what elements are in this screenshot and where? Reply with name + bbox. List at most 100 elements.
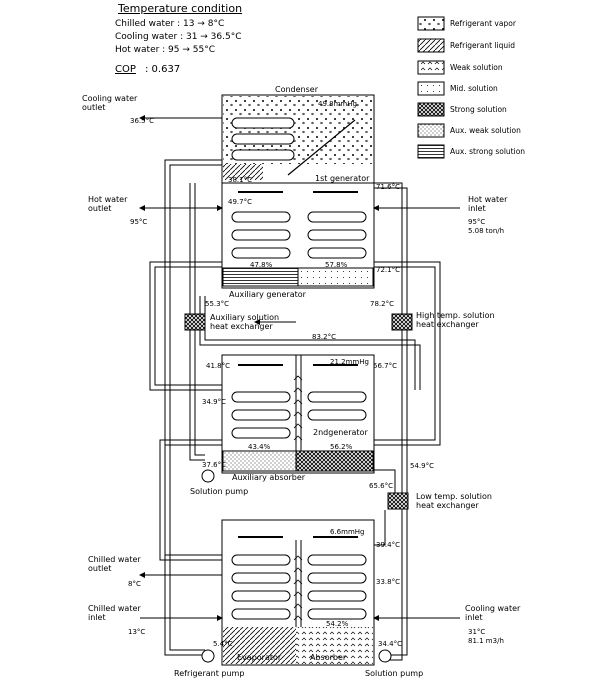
- ht-solution-hx: [391, 313, 413, 331]
- legend-label-aux-weak: Aux. weak solution: [450, 126, 521, 135]
- value-t-8: 8°C: [128, 580, 141, 588]
- header-title: Temperature condition: [118, 2, 243, 15]
- label-cw-out-2: outlet: [82, 103, 106, 112]
- label-hw-out-1: Hot water: [88, 195, 128, 204]
- label-aux-hx-1: Auxiliary solution: [210, 313, 280, 322]
- abs-solution: [296, 627, 373, 664]
- evap-liquid: [223, 627, 296, 664]
- label-lt-hx-1: Low temp. solution: [416, 492, 492, 501]
- evap-abs-shell: [221, 519, 375, 666]
- first-gen-mid: [297, 267, 374, 287]
- value-t-13: 13°C: [128, 628, 146, 636]
- label-cw-in-1: Cooling water: [465, 604, 521, 613]
- legend-label-vapor: Refrigerant vapor: [450, 19, 516, 28]
- pumps: [201, 469, 392, 663]
- value-t-567: 56.7°C: [373, 362, 397, 370]
- label-solution-pump-2: Solution pump: [365, 669, 424, 678]
- piping: [139, 115, 460, 661]
- label-cw-out-1: Cooling water: [82, 94, 138, 103]
- header-cooling: Cooling water : 31 → 36.5°C: [115, 32, 242, 42]
- lt-solution-hx: [387, 492, 409, 510]
- value-t-832: 83.2°C: [312, 333, 336, 341]
- cop-value: : 0.637: [145, 64, 181, 75]
- value-flow-cw: 81.1 m3/h: [468, 637, 504, 645]
- label-ht-hx-2: heat exchanger: [416, 320, 479, 329]
- value-t-376: 37.6°C: [202, 461, 226, 469]
- value-t-cw-out: 36.5°C: [130, 117, 154, 125]
- second-gen-shell: [221, 354, 375, 474]
- legend-label-aux-strong: Aux. strong solution: [450, 147, 526, 156]
- aux-solution-hx: [184, 313, 206, 331]
- value-t-54: 5.4°C: [213, 640, 233, 648]
- second-gen-strong: [295, 450, 374, 472]
- value-t-394: 39.4°C: [376, 541, 400, 549]
- label-aux-abs: Auxiliary absorber: [232, 473, 306, 482]
- label-absorber: Absorber: [310, 653, 347, 662]
- value-t-31: 31°C: [468, 628, 486, 636]
- label-hw-in-1: Hot water: [468, 195, 508, 204]
- header-hot: Hot water : 95 → 55°C: [115, 45, 216, 55]
- label-hw-in-2: inlet: [468, 204, 486, 213]
- value-p-cond: 49.8mmHg: [318, 100, 357, 108]
- value-t-721: 72.1°C: [376, 266, 400, 274]
- value-t-381: 38.1°C: [228, 176, 252, 184]
- value-t-553: 55.3°C: [205, 300, 229, 308]
- header-chilled: Chilled water : 13 → 8°C: [115, 19, 225, 29]
- label-ht-hx-1: High temp. solution: [416, 311, 495, 320]
- value-c-478: 47.8%: [250, 261, 273, 269]
- label-chw-out-2: outlet: [88, 564, 112, 573]
- value-p-evap: 6.6mmHg: [330, 528, 365, 536]
- value-t-349: 34.9°C: [202, 398, 226, 406]
- value-t-656: 65.6°C: [369, 482, 393, 490]
- value-c-434: 43.4%: [248, 443, 271, 451]
- label-solution-pump-1: Solution pump: [190, 487, 249, 496]
- condenser-liquid: [223, 164, 263, 180]
- label-aux-hx-2: heat exchanger: [210, 322, 273, 331]
- label-condenser: Condenser: [275, 85, 318, 94]
- label-hw-out-2: outlet: [88, 204, 112, 213]
- value-t-497: 49.7°C: [228, 198, 252, 206]
- value-t-716: 71.6°C: [376, 183, 400, 191]
- label-first-gen: 1st generator: [315, 174, 370, 183]
- legend-swatch-mid: [417, 81, 445, 96]
- value-t-338: 33.8°C: [376, 578, 400, 586]
- legend-swatch-strong: [417, 102, 445, 117]
- value-p-2nd: 21.2mmHg: [330, 358, 369, 366]
- label-chw-out-1: Chilled water: [88, 555, 141, 564]
- value-c-542: 54.2%: [326, 620, 349, 628]
- value-flow-hw: 5.08 ton/h: [468, 227, 505, 235]
- tube-bundles: [231, 117, 367, 620]
- legend-label-liquid: Refrigerant liquid: [450, 41, 515, 50]
- value-t-549: 54.9°C: [410, 462, 434, 470]
- label-refrigerant-pump: Refrigerant pump: [174, 669, 245, 678]
- heat-exchangers: [184, 313, 413, 510]
- value-t-418: 41.8°C: [206, 362, 230, 370]
- legend-swatch-aux-weak: [417, 123, 445, 138]
- label-evaporator: Evaporator: [237, 653, 282, 662]
- cop-label: COP: [115, 64, 136, 75]
- label-chw-in-1: Chilled water: [88, 604, 141, 613]
- legend-label-weak: Weak solution: [450, 63, 503, 72]
- value-t-hw-in: 95°C: [468, 218, 486, 226]
- label-cw-in-2: inlet: [465, 613, 483, 622]
- solution-pump-1: [201, 469, 215, 483]
- value-c-562: 56.2%: [330, 443, 353, 451]
- legend-swatch-liquid: [417, 38, 445, 53]
- value-t-344: 34.4°C: [378, 640, 402, 648]
- first-gen-shell: [221, 182, 375, 289]
- legend-label-strong: Strong solution: [450, 105, 507, 114]
- legend-label-mid: Mid. solution: [450, 84, 498, 93]
- value-t-95-out: 95°C: [130, 218, 148, 226]
- aux-abs-solution: [222, 450, 297, 472]
- value-c-578: 57.8%: [325, 261, 348, 269]
- legend: [417, 16, 445, 159]
- label-second-gen: 2ndgenerator: [313, 428, 368, 437]
- legend-swatch-weak: [417, 60, 445, 75]
- vapor-flow: [293, 375, 303, 621]
- aux-gen-weak: [222, 267, 299, 287]
- label-chw-in-2: inlet: [88, 613, 106, 622]
- solution-pump-2: [378, 649, 392, 663]
- legend-swatch-vapor: [417, 16, 445, 31]
- refrigerant-pump: [201, 649, 215, 663]
